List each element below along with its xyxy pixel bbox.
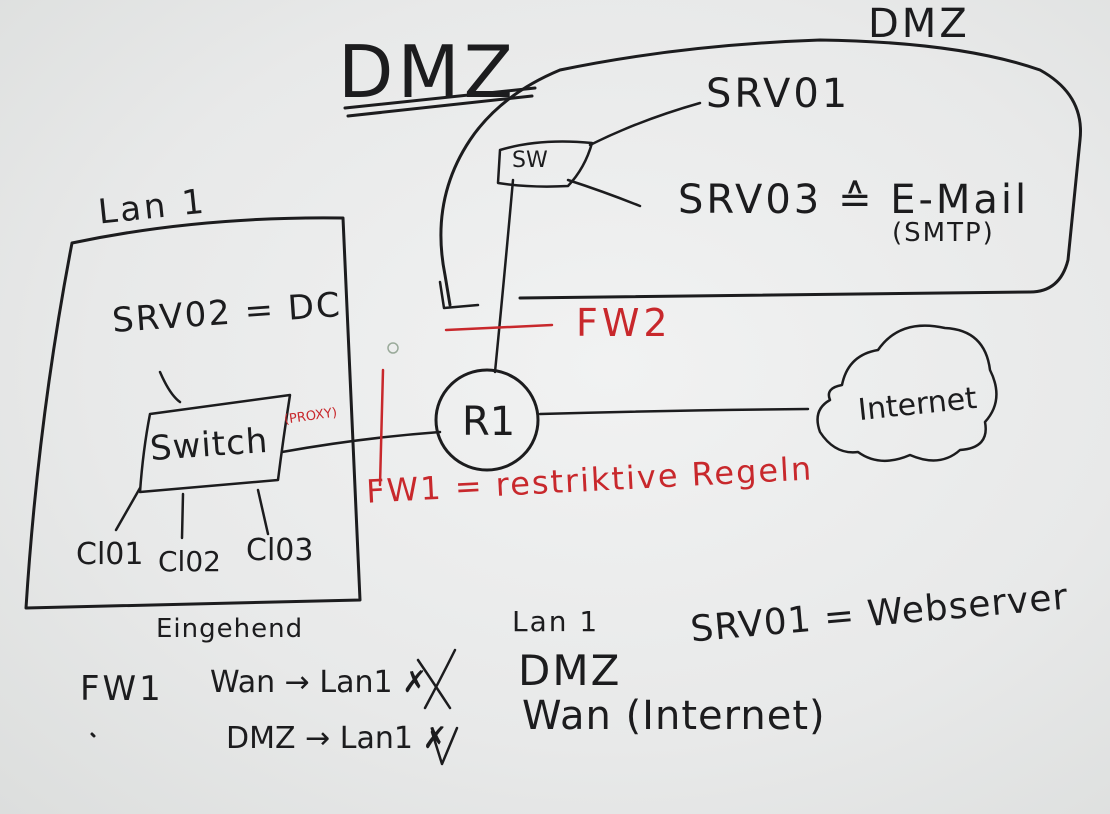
zone-list-lan1: Lan 1: [512, 605, 600, 638]
eingehend-label: Eingehend: [156, 614, 304, 644]
srv03-label: SRV03 ≙ E-Mail: [678, 177, 1030, 223]
srv01-label: SRV01: [706, 71, 851, 117]
line-router-internet: [538, 407, 810, 416]
lan1-switch-box: [138, 393, 292, 494]
cross-wan-lan: [416, 648, 457, 710]
fw1-line: [378, 368, 385, 487]
line-sw-router: [493, 178, 515, 374]
lan1-label: Lan 1: [96, 181, 209, 233]
rule-dmz-lan: DMZ → Lan1 ✗: [226, 721, 448, 756]
router-circle: [434, 368, 540, 472]
cl01-label: Cl01: [76, 537, 144, 572]
cl03-label: Cl03: [246, 533, 314, 568]
internet-cloud: [816, 324, 998, 462]
switch-label: Switch: [148, 420, 270, 470]
dot-mark: [90, 732, 96, 738]
fw2-label: FW2: [576, 301, 672, 345]
zone-list-dmz: DMZ: [518, 646, 622, 695]
line-switch-router: [280, 430, 442, 454]
smtp-label: (SMTP): [892, 218, 995, 248]
line-srv02-switch: [158, 370, 182, 404]
dmz-zone-label: DMZ: [868, 1, 970, 47]
fw1-rule-label: FW1: [80, 669, 164, 709]
dmz-switch-label: SW: [512, 148, 548, 173]
rule-wan-lan: Wan → Lan1 ✗: [210, 665, 428, 700]
line-sw-srv01: [588, 101, 702, 147]
cross-dmz-lan: [430, 726, 459, 766]
zone-list-wan: Wan (Internet): [522, 693, 826, 739]
fw2-line: [444, 323, 554, 332]
cl02-label: Cl02: [158, 545, 221, 578]
line-switch-cl03: [256, 488, 270, 536]
faint-mark: [387, 342, 399, 354]
router-label: R1: [462, 399, 516, 445]
line-switch-cl01: [114, 486, 142, 532]
dmz-zone-edge: [438, 280, 480, 310]
dmz-switch-shape: [496, 140, 594, 188]
lan1-zone-boundary: [24, 216, 362, 610]
dmz-title-underline: [343, 86, 537, 110]
dmz-zone-boundary: [439, 38, 1082, 307]
line-sw-srv03: [566, 178, 642, 208]
line-switch-cl02: [180, 492, 185, 540]
dmz-title: DMZ: [338, 30, 517, 114]
